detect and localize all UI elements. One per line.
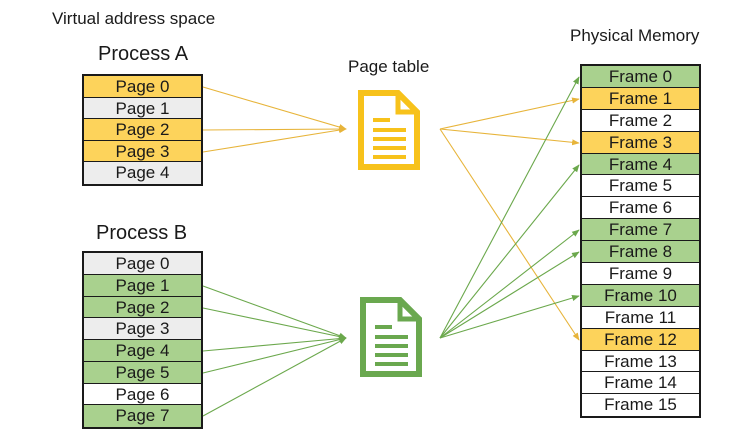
page-entry: Page 3 <box>84 140 201 163</box>
frame-entry: Frame 2 <box>582 109 699 132</box>
page-entry: Page 4 <box>84 340 201 362</box>
table-to-frame-arrow <box>439 229 580 339</box>
page-to-table-arrow <box>202 307 347 340</box>
frame-entry: Frame 13 <box>582 350 699 373</box>
process-b-title: Process B <box>96 222 188 244</box>
table-to-frame-arrow <box>439 128 580 146</box>
page-entry: Page 5 <box>84 361 201 384</box>
frame-entry: Frame 3 <box>582 131 699 154</box>
page-to-table-arrow <box>202 125 347 133</box>
page-to-table-arrow <box>202 335 347 352</box>
page-to-table-arrow <box>202 337 347 417</box>
virtual-address-space-title: Virtual address space <box>52 9 216 28</box>
frame-entry: Frame 14 <box>582 372 699 395</box>
page-entry: Page 3 <box>84 318 201 340</box>
table-to-frame-arrow <box>439 76 580 339</box>
page-to-table-arrow <box>202 336 347 374</box>
page-entry: Page 1 <box>84 97 201 120</box>
frame-entry: Frame 5 <box>582 175 699 198</box>
page-entry: Page 4 <box>84 162 201 184</box>
page-to-table-arrow <box>202 127 347 153</box>
page-entry: Page 2 <box>84 296 201 319</box>
table-to-frame-arrow <box>439 295 580 339</box>
table-to-frame-arrow <box>439 97 580 130</box>
page-entry: Page 7 <box>84 405 201 427</box>
frame-entry: Frame 4 <box>582 153 699 176</box>
frame-entry: Frame 12 <box>582 328 699 351</box>
page-entry: Page 1 <box>84 274 201 297</box>
page-entry: Page 0 <box>84 253 201 275</box>
page-to-table-arrow <box>202 86 347 131</box>
page-to-table-arrow <box>202 285 347 339</box>
frame-entry: Frame 9 <box>582 263 699 285</box>
page-entry: Page 0 <box>84 76 201 98</box>
frame-entry: Frame 10 <box>582 284 699 307</box>
table-to-frame-arrow <box>439 128 580 341</box>
document-icon <box>360 297 422 377</box>
page-entry: Page 6 <box>84 383 201 406</box>
frame-entry: Frame 15 <box>582 394 699 417</box>
frame-entry: Frame 11 <box>582 306 699 329</box>
document-icon <box>358 90 420 170</box>
process-a-title: Process A <box>98 43 189 65</box>
frame-entry: Frame 8 <box>582 241 699 264</box>
table-to-frame-arrow <box>439 251 580 339</box>
frame-entry: Frame 1 <box>582 87 699 110</box>
frame-entry: Frame 7 <box>582 219 699 242</box>
frame-entry: Frame 0 <box>582 66 699 88</box>
page-table-title: Page table <box>348 57 430 76</box>
table-to-frame-arrow <box>439 164 580 339</box>
frame-entry: Frame 6 <box>582 197 699 220</box>
physical-memory-title: Physical Memory <box>570 26 700 45</box>
page-entry: Page 2 <box>84 119 201 141</box>
